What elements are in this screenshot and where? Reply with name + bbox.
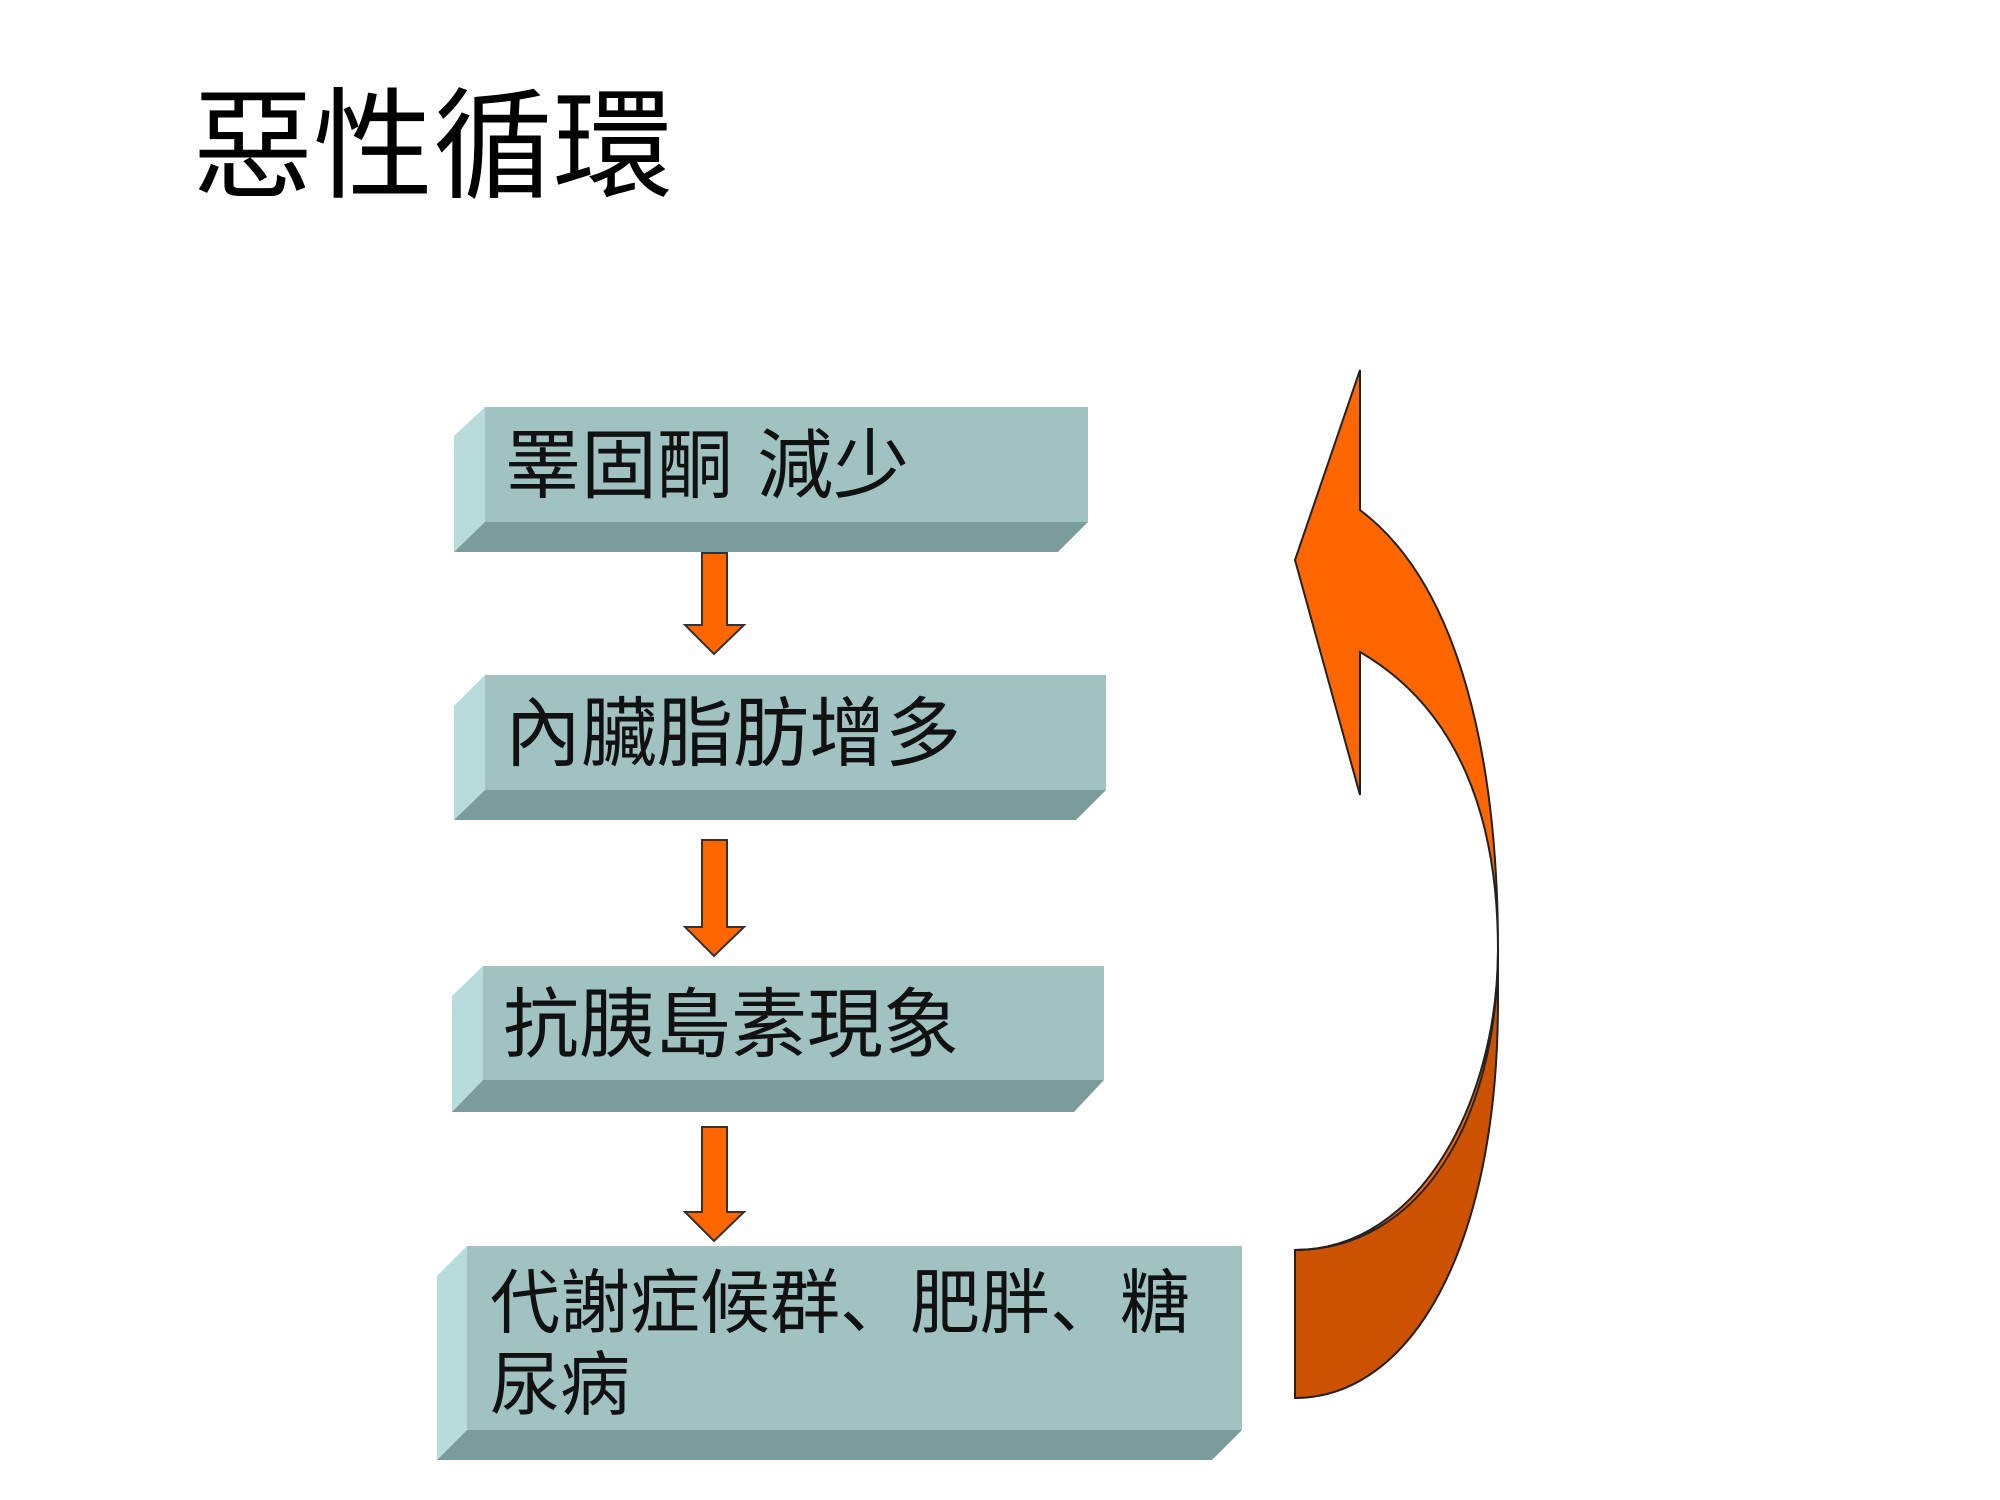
step-label-2: 內臟脂肪增多 (505, 689, 961, 778)
step-box-2-bottom-bevel (454, 790, 1106, 820)
step-box-2-left-bevel (454, 675, 485, 820)
down-arrow-icon (682, 839, 747, 958)
slide-title: 惡性循環 (193, 78, 673, 217)
step-box-1-left-bevel (454, 407, 485, 552)
step-box-3-bottom-bevel (452, 1080, 1104, 1112)
down-arrow-icon (682, 1126, 747, 1243)
step-box-2-face (485, 675, 1106, 790)
step-box-4-left-bevel (437, 1246, 467, 1460)
step-label-4: 代謝症候群、肥胖、糖尿病 (490, 1262, 1190, 1426)
curved-arrow-shadow (1294, 949, 1499, 1400)
step-box-4 (437, 1246, 1242, 1460)
step-box-4-bottom-bevel (437, 1430, 1242, 1460)
step-box-1-bottom-bevel (454, 522, 1088, 552)
step-label-3: 抗胰島素現象 (503, 980, 959, 1069)
step-box-1-face (485, 407, 1088, 522)
step-box-1 (454, 407, 1088, 552)
step-label-1: 睪固酮 減少 (505, 421, 910, 510)
step-box-4-face (467, 1246, 1242, 1430)
step-box-3 (452, 966, 1104, 1112)
curved-arrow-body (1293, 369, 1500, 1251)
step-box-2 (454, 675, 1106, 820)
step-box-3-left-bevel (452, 966, 483, 1112)
down-arrow-icon (682, 552, 747, 656)
curved-return-arrow-icon (1293, 369, 1500, 1400)
step-box-3-face (483, 966, 1104, 1080)
